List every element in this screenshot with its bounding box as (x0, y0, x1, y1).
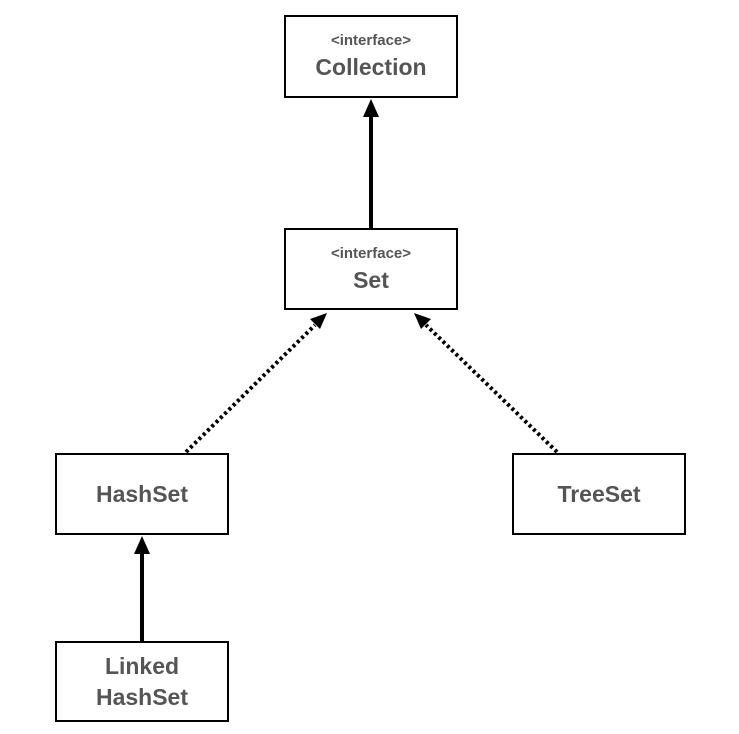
arrowhead-collection-icon (363, 99, 379, 117)
set-title: Set (353, 266, 389, 293)
collection-title: Collection (315, 54, 427, 80)
set-stereotype: <interface> (330, 244, 412, 262)
collection-interface-box: <interface> Collection (284, 15, 458, 98)
collection-stereotype: <interface> (330, 32, 412, 49)
linkedhashset-title-line2: HashSet (95, 683, 189, 710)
edge-treeset-to-set (424, 323, 559, 454)
linkedhashset-class-box: Linked HashSet (55, 641, 229, 722)
hashset-class-box: HashSet (55, 453, 229, 535)
treeset-title: TreeSet (557, 480, 641, 507)
linkedhashset-title-line1: Linked (104, 652, 180, 679)
edge-hashset-to-set (184, 323, 317, 454)
hashset-title: HashSet (95, 480, 189, 507)
set-interface-box: <interface> Set (284, 228, 458, 310)
arrowhead-hashset-icon (134, 536, 150, 554)
arrowhead-set-right-icon (414, 313, 431, 329)
treeset-class-box: TreeSet (512, 453, 686, 535)
arrowhead-set-left-icon (310, 313, 327, 329)
